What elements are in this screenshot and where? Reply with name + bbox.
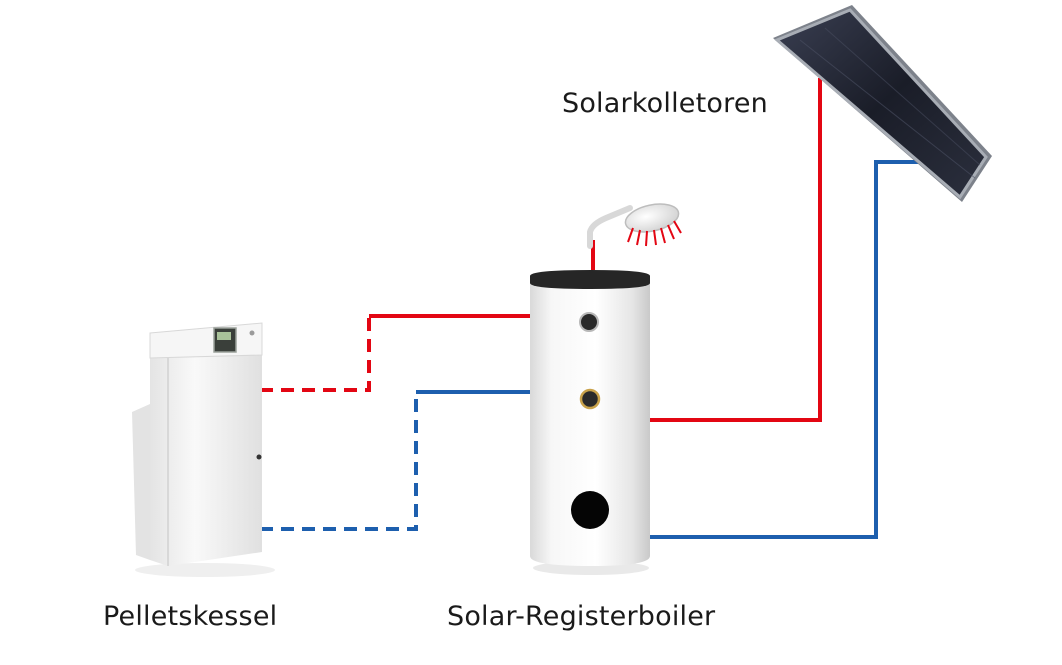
heating-return-pipe: [260, 390, 530, 531]
solar-supply-pipe: [650, 78, 822, 422]
pellet-boiler-unit: [132, 322, 275, 577]
heating-supply-pipe: [260, 314, 530, 392]
register-boiler-label: Solar-Registerboiler: [447, 601, 716, 632]
solar-collector-panel: [773, 5, 992, 202]
tank-flange: [571, 491, 609, 529]
tank-thermometer: [579, 388, 601, 410]
pellet-boiler-label: Pelletskessel: [103, 601, 278, 632]
shower-head-icon: [587, 203, 682, 270]
register-boiler-tank: [530, 270, 650, 575]
solar-return-pipe: [650, 160, 925, 539]
solar-collectors-label: Solarkolletoren: [562, 88, 768, 119]
tank-port-top: [579, 312, 599, 332]
